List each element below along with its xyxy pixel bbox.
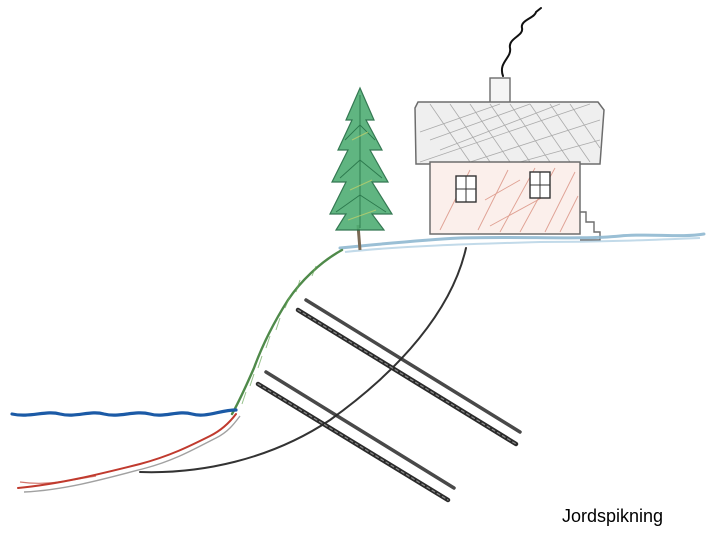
house-icon xyxy=(415,78,604,240)
ground-surface xyxy=(340,234,704,248)
slope-surface xyxy=(232,250,342,414)
soil-nail-lower xyxy=(258,372,454,500)
water-surface xyxy=(12,410,236,415)
spruce-tree-icon xyxy=(330,88,392,250)
seabed xyxy=(18,414,236,488)
soil-nail-upper xyxy=(298,300,520,444)
caption-label: Jordspikning xyxy=(562,506,663,527)
chimney-smoke-icon xyxy=(502,8,541,76)
